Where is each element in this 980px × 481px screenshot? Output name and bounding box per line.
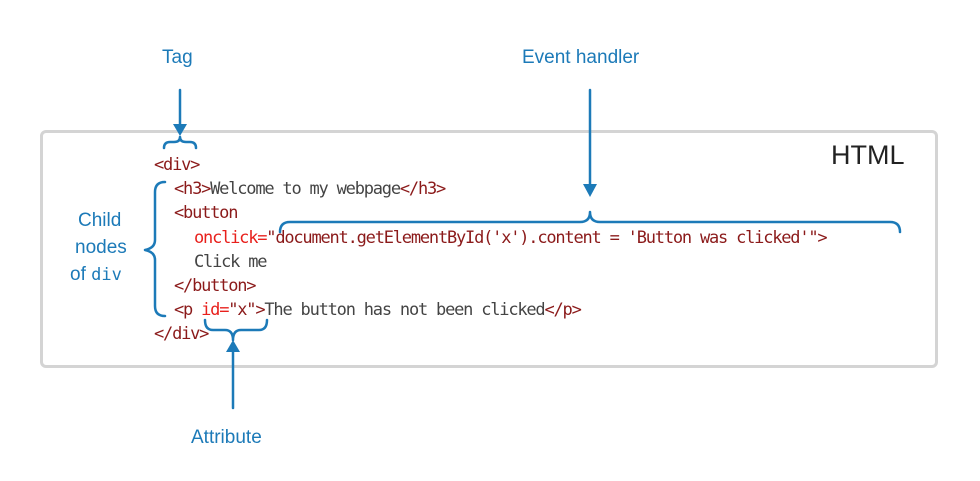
attribute-label: Attribute bbox=[191, 427, 262, 448]
code-line-onclick: onclick="document.getElementById('x').co… bbox=[194, 226, 828, 250]
child-nodes-div-code: div bbox=[91, 265, 122, 285]
code-line-button-open: <button bbox=[174, 201, 238, 225]
tag-arrowhead bbox=[173, 124, 187, 136]
p-open-tag: <p bbox=[174, 300, 193, 320]
child-nodes-brace bbox=[143, 180, 167, 318]
child-nodes-label-line1: Child bbox=[78, 210, 122, 231]
h3-text: Welcome to my webpage bbox=[210, 179, 401, 199]
panel-title: HTML bbox=[831, 140, 905, 170]
p-text: The button has not been clicked bbox=[264, 300, 545, 320]
p-open-close-bracket: > bbox=[255, 300, 265, 320]
onclick-attr: onclick= bbox=[194, 228, 267, 248]
tag-label: Tag bbox=[162, 47, 193, 68]
button-open-tag: <button bbox=[174, 203, 238, 223]
onclick-value: "document.getElementById('x').content = … bbox=[266, 228, 818, 248]
code-line-div-close: </div> bbox=[154, 322, 209, 346]
event-handler-arrowhead bbox=[583, 184, 597, 197]
event-handler-label: Event handler bbox=[522, 47, 640, 68]
attribute-brace bbox=[203, 318, 269, 342]
id-value: "x" bbox=[228, 300, 256, 320]
attribute-arrowhead bbox=[226, 340, 240, 352]
button-close-tag: </button> bbox=[174, 276, 257, 296]
code-line-button-close: </button> bbox=[174, 274, 257, 298]
p-close-tag: </p> bbox=[544, 300, 581, 320]
h3-open-tag: <h3> bbox=[174, 179, 211, 199]
code-line-p: <p id="x">The button has not been clicke… bbox=[174, 298, 582, 322]
code-line-button-text: Click me bbox=[194, 250, 267, 274]
child-nodes-of-text: of bbox=[70, 264, 92, 285]
event-handler-brace bbox=[278, 210, 902, 234]
h3-close-tag: </h3> bbox=[399, 179, 446, 199]
code-line-h3: <h3>Welcome to my webpage</h3> bbox=[174, 177, 446, 201]
child-nodes-label-line2: nodes bbox=[75, 237, 127, 258]
tag-brace bbox=[162, 135, 198, 150]
child-nodes-label-line3: of div bbox=[70, 264, 122, 286]
button-open-close-bracket: > bbox=[817, 228, 827, 248]
id-attr: id= bbox=[201, 300, 229, 320]
html-panel bbox=[40, 130, 938, 368]
div-open-tag: <div> bbox=[154, 155, 200, 175]
button-text: Click me bbox=[194, 252, 267, 272]
code-line-div-open: <div> bbox=[154, 153, 200, 177]
div-close-tag: </div> bbox=[154, 324, 209, 344]
